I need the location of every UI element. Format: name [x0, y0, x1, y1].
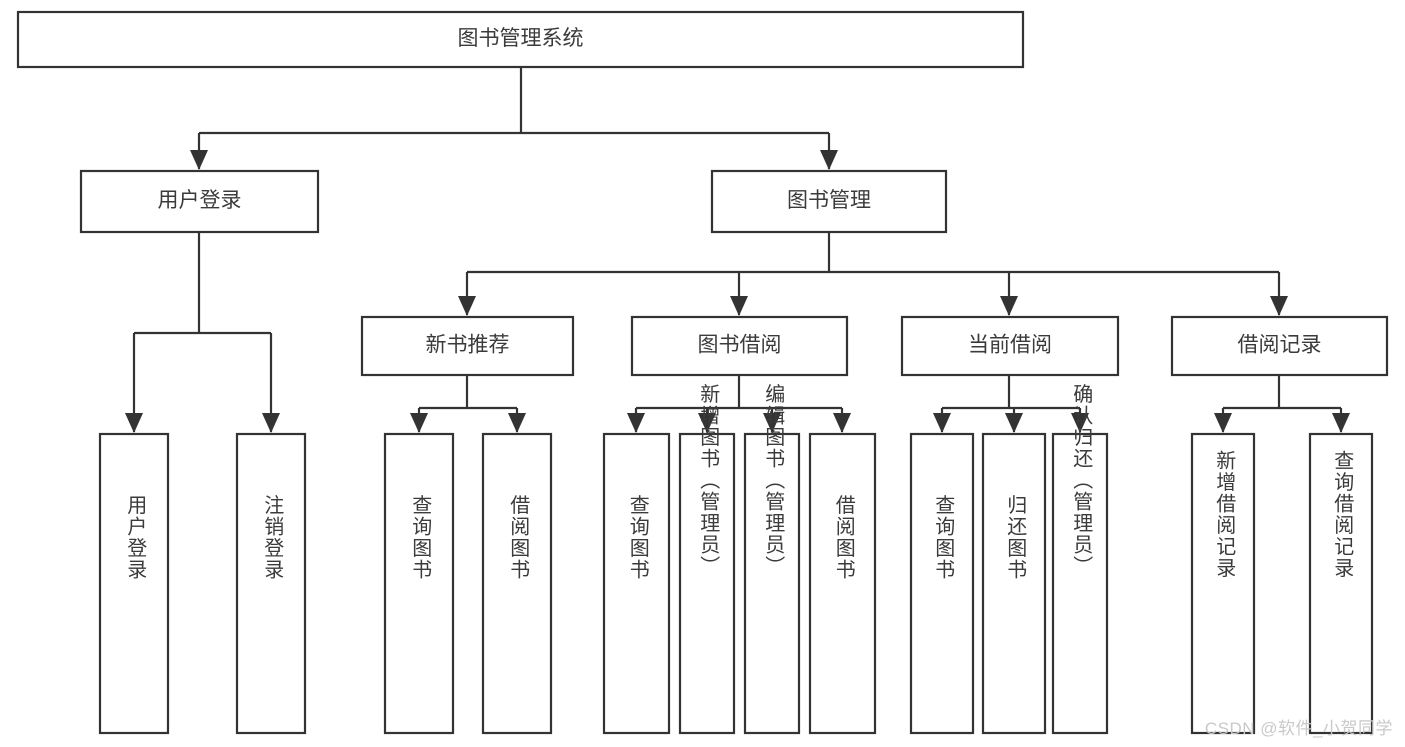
- node-label-leaf-query-record: 查询借阅记录: [1331, 450, 1354, 579]
- node-label-leaf-query-book-rec: 查询图书: [409, 494, 432, 580]
- arrow-head-icon: [627, 413, 645, 433]
- node-label-new-book-recommend: 新书推荐: [426, 334, 510, 357]
- arrow-head-icon: [508, 413, 526, 433]
- node-current-borrow[interactable]: 当前借阅: [900, 315, 1120, 377]
- node-box-current-borrow: [900, 315, 1120, 377]
- arrow-head-icon: [1000, 296, 1018, 316]
- node-box-leaf-user-login: [98, 432, 170, 735]
- node-leaf-borrow-book[interactable]: 借阅图书: [808, 432, 877, 735]
- node-box-leaf-borrow-book: [808, 432, 877, 735]
- arrow-head-icon: [933, 413, 951, 433]
- node-label-leaf-logout: 注销登录: [261, 494, 284, 580]
- node-leaf-add-book[interactable]: 新增图书（管理员）: [678, 383, 736, 735]
- arrow-head-icon: [410, 413, 428, 433]
- node-label-leaf-add-record: 新增借阅记录: [1213, 450, 1236, 579]
- arrow-head-icon: [730, 296, 748, 316]
- arrow-head-icon: [698, 413, 716, 433]
- arrow-head-icon: [1332, 413, 1350, 433]
- node-leaf-borrow-book-rec[interactable]: 借阅图书: [481, 432, 553, 735]
- node-box-leaf-return-book: [981, 432, 1047, 735]
- node-label-user-login: 用户登录: [158, 189, 242, 212]
- arrow-head-icon: [1005, 413, 1023, 433]
- node-label-leaf-query-book-cur: 查询图书: [932, 494, 955, 580]
- node-leaf-edit-book[interactable]: 编辑图书（管理员）: [743, 383, 801, 735]
- node-box-new-book-recommend: [360, 315, 575, 377]
- node-box-leaf-edit-book: [743, 432, 801, 735]
- node-label-leaf-add-book: 新增图书（管理员）: [697, 383, 720, 577]
- node-borrow-record[interactable]: 借阅记录: [1170, 315, 1389, 377]
- arrow-head-icon: [262, 413, 280, 433]
- node-layer: 图书管理系统用户登录图书管理新书推荐图书借阅当前借阅借阅记录用户登录注销登录查询…: [16, 10, 1389, 735]
- arrow-head-icon: [820, 150, 838, 170]
- node-box-borrow-record: [1170, 315, 1389, 377]
- arrow-head-icon: [125, 413, 143, 433]
- node-box-book-manage: [710, 169, 948, 234]
- node-label-current-borrow: 当前借阅: [968, 334, 1052, 357]
- node-box-leaf-logout: [235, 432, 307, 735]
- node-leaf-user-login[interactable]: 用户登录: [98, 432, 170, 735]
- node-leaf-query-record[interactable]: 查询借阅记录: [1308, 432, 1374, 735]
- node-box-leaf-query-book-cur: [909, 432, 975, 735]
- node-box-leaf-borrow-book-rec: [481, 432, 553, 735]
- node-leaf-query-book-cur[interactable]: 查询图书: [909, 432, 975, 735]
- arrow-head-icon: [1270, 296, 1288, 316]
- node-box-leaf-add-book: [678, 432, 736, 735]
- watermark-text: CSDN @软件_小贺同学: [1204, 719, 1393, 738]
- node-label-borrow-record: 借阅记录: [1238, 334, 1322, 357]
- node-label-leaf-user-login: 用户登录: [124, 495, 147, 581]
- node-box-leaf-query-book-borrow: [602, 432, 671, 735]
- node-user-login[interactable]: 用户登录: [79, 169, 320, 234]
- arrow-head-icon: [458, 296, 476, 316]
- node-box-leaf-confirm-return: [1051, 432, 1109, 735]
- node-label-book-borrow: 图书借阅: [698, 334, 782, 357]
- node-label-leaf-borrow-book-rec: 借阅图书: [507, 494, 530, 580]
- node-box-book-borrow: [630, 315, 849, 377]
- node-leaf-query-book-borrow[interactable]: 查询图书: [602, 432, 671, 735]
- arrow-head-icon: [833, 413, 851, 433]
- node-label-leaf-return-book: 归还图书: [1004, 494, 1027, 580]
- node-leaf-query-book-rec[interactable]: 查询图书: [383, 432, 455, 735]
- node-label-leaf-confirm-return: 确认归还（管理员）: [1070, 383, 1093, 577]
- connector-layer: [125, 67, 1350, 433]
- node-book-borrow[interactable]: 图书借阅: [630, 315, 849, 377]
- node-box-leaf-add-record: [1190, 432, 1256, 735]
- node-box-root: [16, 10, 1025, 69]
- node-new-book-recommend[interactable]: 新书推荐: [360, 315, 575, 377]
- node-leaf-return-book[interactable]: 归还图书: [981, 432, 1047, 735]
- node-label-book-manage: 图书管理: [787, 189, 871, 212]
- node-leaf-add-record[interactable]: 新增借阅记录: [1190, 432, 1256, 735]
- node-leaf-confirm-return[interactable]: 确认归还（管理员）: [1051, 383, 1109, 735]
- node-box-user-login: [79, 169, 320, 234]
- node-label-leaf-edit-book: 编辑图书（管理员）: [762, 383, 785, 577]
- node-label-root: 图书管理系统: [458, 27, 584, 50]
- arrow-head-icon: [190, 150, 208, 170]
- arrow-head-icon: [1214, 413, 1232, 433]
- node-root[interactable]: 图书管理系统: [16, 10, 1025, 69]
- arrow-head-icon: [763, 413, 781, 433]
- node-label-leaf-borrow-book: 借阅图书: [832, 494, 855, 580]
- node-label-leaf-query-book-borrow: 查询图书: [626, 494, 649, 580]
- node-book-manage[interactable]: 图书管理: [710, 169, 948, 234]
- node-leaf-logout[interactable]: 注销登录: [235, 432, 307, 735]
- node-box-leaf-query-book-rec: [383, 432, 455, 735]
- arrow-head-icon: [1071, 413, 1089, 433]
- node-box-leaf-query-record: [1308, 432, 1374, 735]
